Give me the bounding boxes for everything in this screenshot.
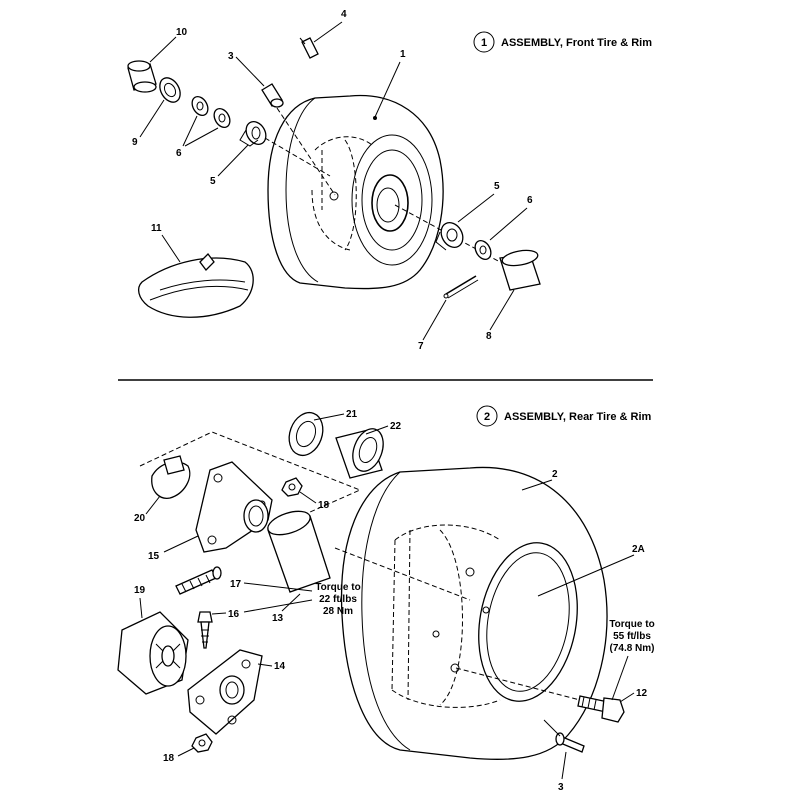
torque-lug-line-3: (74.8 Nm) [609, 643, 654, 654]
callout-front-washer-right: 6 [527, 195, 533, 206]
front-bearing-left [239, 121, 267, 147]
callout-rear-hub-flange-bottom: 14 [274, 661, 286, 672]
rear-assembly-title: ASSEMBLY, Rear Tire & Rim [504, 411, 652, 423]
rear-lug-bolt [455, 667, 625, 723]
front-callouts: 1 3 4 10 9 6 5 11 5 6 8 7 [132, 9, 533, 352]
rear-bolt [197, 611, 213, 649]
torque-lug-line-2: 55 ft/lbs [613, 631, 651, 642]
callout-rear-nut-bottom: 18 [163, 753, 175, 764]
front-washer-right [474, 240, 492, 260]
front-spacer-left [127, 60, 157, 93]
callout-front-tube: 11 [151, 223, 162, 234]
callout-rear-bushing: 13 [272, 613, 284, 624]
callout-rear-clamp: 20 [134, 513, 146, 524]
rear-hub-flange-bottom [187, 649, 263, 735]
front-tire [267, 94, 444, 290]
callout-front-spacer-right: 8 [486, 331, 492, 342]
front-assembly-header: 1 ASSEMBLY, Front Tire & Rim [473, 31, 652, 53]
torque-hub-line-2: 22 ft/lbs [319, 594, 357, 605]
front-bearing-right [435, 222, 464, 251]
front-valve-stem [261, 83, 336, 196]
callout-front-fitting: 4 [341, 9, 347, 20]
front-badge-number: 1 [481, 37, 487, 49]
torque-hub-line-3: 28 Nm [323, 606, 353, 617]
rear-badge-number: 2 [484, 411, 490, 423]
front-inner-tube [137, 253, 254, 318]
rear-axle-line [334, 547, 471, 601]
rear-nut-top [281, 477, 303, 497]
callout-front-valve-stem: 3 [228, 51, 234, 62]
rear-hub-bearing [117, 611, 189, 695]
callout-rear-tire: 2 [552, 469, 558, 480]
callout-front-tire: 1 [400, 49, 406, 60]
callout-rear-lug-bolt: 12 [636, 688, 648, 699]
callout-rear-bolt: 16 [228, 609, 240, 620]
callout-rear-stud: 17 [230, 579, 242, 590]
front-axle-line-left [264, 137, 331, 177]
rear-clamp [151, 455, 191, 499]
rear-assembly-header: 2 ASSEMBLY, Rear Tire & Rim [476, 405, 652, 427]
front-washers-left [191, 96, 231, 128]
callout-front-cotter-pin: 7 [418, 341, 424, 352]
rear-valve-stem [543, 719, 585, 753]
front-seal-left [159, 77, 181, 103]
rear-stud [175, 566, 222, 595]
front-assembly-title: ASSEMBLY, Front Tire & Rim [501, 37, 652, 49]
front-spacer-right [499, 249, 541, 291]
front-cotter-pin [443, 275, 479, 299]
torque-note-hub: Torque to 22 ft/lbs 28 Nm [315, 582, 360, 617]
callout-front-spacer-left: 10 [176, 27, 188, 38]
callout-front-seal-left: 9 [132, 137, 138, 148]
callout-front-washers-left: 6 [176, 148, 182, 159]
torque-note-lug: Torque to 55 ft/lbs (74.8 Nm) [609, 619, 655, 701]
callout-rear-hub-bearing: 19 [134, 585, 146, 596]
rear-nut-bottom [191, 733, 213, 753]
rear-spacer [335, 428, 384, 479]
callout-rear-nut-top: 18 [318, 500, 330, 511]
callout-rear-hub-flange-top: 15 [148, 551, 160, 562]
callout-rear-valve-stem: 3 [558, 782, 564, 793]
rear-badge-circle [476, 405, 498, 427]
callout-front-bearing-right: 5 [494, 181, 500, 192]
callout-rear-seal: 21 [346, 409, 358, 420]
callout-rear-spacer: 22 [390, 421, 402, 432]
torque-lug-line-1: Torque to [609, 619, 654, 630]
rear-callouts: 2 2A 21 22 20 18 15 17 13 16 19 14 18 12… [134, 409, 648, 793]
front-grease-fitting [299, 37, 319, 59]
rear-mount-plane [139, 431, 362, 521]
rear-bushing [267, 510, 331, 593]
front-badge-circle [473, 31, 495, 53]
torque-hub-line-1: Torque to [315, 582, 360, 593]
callout-front-bearing-left: 5 [210, 176, 216, 187]
rear-seal [288, 411, 324, 457]
callout-rear-rim: 2A [632, 544, 645, 555]
rear-tire [340, 466, 608, 760]
rear-hub-flange-top [195, 461, 273, 553]
